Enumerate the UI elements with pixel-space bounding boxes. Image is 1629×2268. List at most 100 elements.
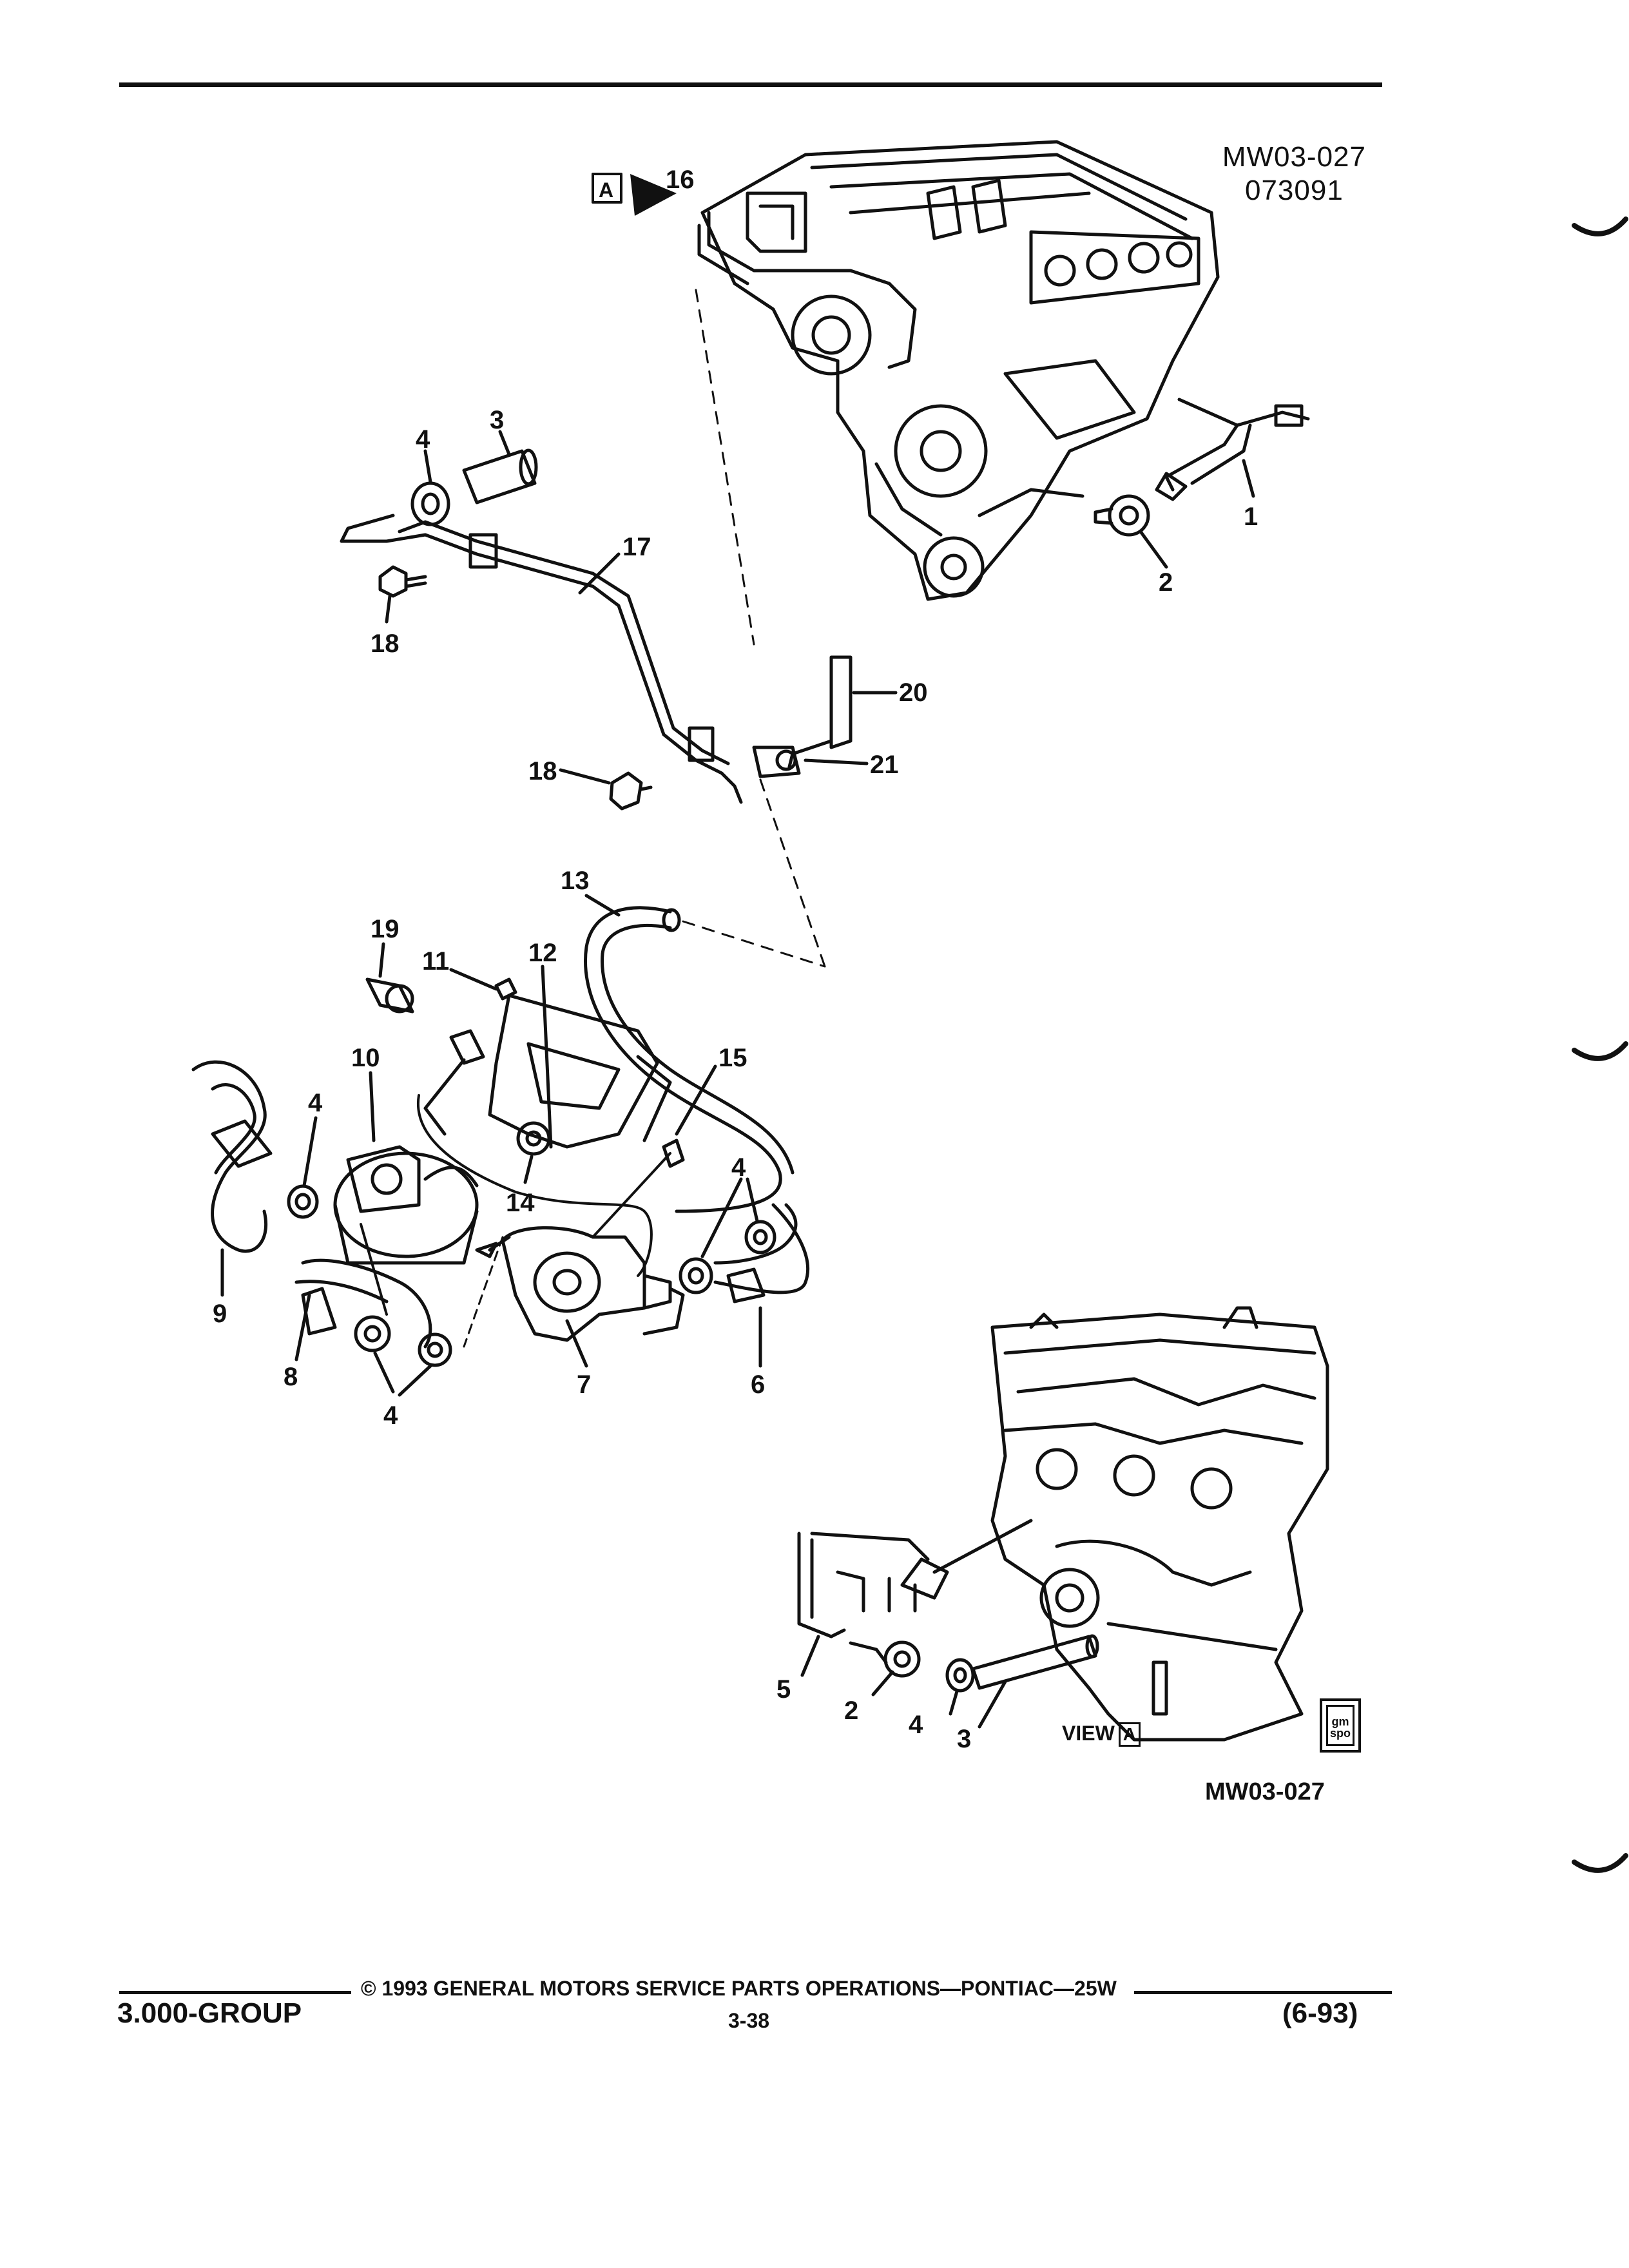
- part-15-fitting: [662, 1139, 685, 1168]
- callout-5: 5: [776, 1675, 791, 1704]
- callout-4-left: 4: [308, 1089, 323, 1117]
- callout-8: 8: [284, 1363, 298, 1391]
- top-rule: [119, 82, 1382, 87]
- part-18-bolt-upper: [378, 565, 427, 598]
- callout-16: 16: [666, 166, 695, 194]
- leader-15: [675, 1064, 717, 1136]
- part-20-bracket: [787, 655, 853, 769]
- projection-line-1: [695, 289, 755, 646]
- callout-3-upper: 3: [490, 406, 504, 434]
- part-12-bracket: [488, 994, 672, 1149]
- callout-4-view-a: 4: [909, 1711, 923, 1739]
- arrow-head-icon: [630, 174, 677, 216]
- drawing-date-top: 073091: [1244, 175, 1344, 206]
- callout-2-upper: 2: [1159, 568, 1173, 597]
- callout-21: 21: [870, 751, 899, 779]
- callout-17: 17: [622, 533, 651, 561]
- binding-mark-icon: [1572, 216, 1628, 236]
- callout-15: 15: [718, 1044, 747, 1072]
- arrow-box-letter: A: [599, 178, 613, 202]
- leader-14: [523, 1155, 534, 1184]
- view-a-arrow-icon: [592, 173, 677, 216]
- binding-mark-icon: [1572, 1041, 1628, 1061]
- part-2-fitting-upper: [1094, 494, 1150, 537]
- part-19-sensor: [365, 977, 414, 1014]
- leader-7: [565, 1319, 588, 1368]
- callout-4-upper: 4: [416, 425, 430, 454]
- leader-21: [804, 758, 869, 765]
- part-3-hose-view-a: [971, 1634, 1099, 1690]
- callout-20: 20: [899, 678, 928, 707]
- leader-2-lower: [871, 1670, 894, 1696]
- footer-copyright: © 1993 GENERAL MOTORS SERVICE PARTS OPER…: [361, 1977, 1117, 2000]
- leader-4-view-a: [949, 1689, 959, 1716]
- part-10-valve: [333, 1145, 479, 1265]
- footer-rule-right: [1134, 1991, 1392, 1994]
- upper-engine-illustration: [697, 140, 1220, 601]
- leader-5: [800, 1635, 820, 1677]
- footer-group: 3.000-GROUP: [117, 1997, 302, 2029]
- view-letter-box: A: [1118, 1722, 1141, 1747]
- callout-18-lower: 18: [528, 757, 557, 785]
- callout-6: 6: [751, 1370, 765, 1399]
- footer-rule-left: [119, 1991, 351, 1994]
- callout-3-view-a: 3: [957, 1725, 971, 1753]
- callout-19: 19: [371, 915, 400, 943]
- callout-13: 13: [561, 867, 590, 895]
- callout-1: 1: [1244, 503, 1258, 531]
- leader-18-lower: [559, 768, 611, 785]
- callout-4-right: 4: [731, 1153, 746, 1182]
- leader-10: [369, 1071, 376, 1142]
- drawing-code-header: MW03-027 073091: [1222, 140, 1366, 207]
- part-9-hose: [191, 1060, 273, 1253]
- part-6-hose: [679, 1203, 810, 1303]
- leader-12: [541, 965, 553, 1149]
- leader-3-view-a: [978, 1680, 1007, 1729]
- footer-page-number: 3-38: [728, 2009, 770, 2032]
- part-4-clamp-view-a: [945, 1658, 975, 1693]
- projection-line-4: [463, 1236, 504, 1348]
- leader-4-lower-a: [373, 1351, 395, 1394]
- callout-9: 9: [213, 1300, 227, 1328]
- leader-4-upper: [423, 449, 432, 484]
- part-11-connector: [423, 977, 517, 1136]
- callout-14: 14: [506, 1189, 535, 1217]
- drawing-code-top: MW03-027: [1222, 141, 1366, 173]
- callout-18-upper: 18: [371, 629, 400, 658]
- leader-18-upper: [385, 594, 392, 624]
- gm-spo-logo-icon: gm spo: [1320, 1698, 1361, 1753]
- callout-4-lower: 4: [383, 1401, 398, 1430]
- part-7-pump: [475, 1226, 685, 1342]
- leader-4-right-a: [700, 1177, 743, 1258]
- callout-7: 7: [577, 1370, 591, 1399]
- leader-19: [378, 942, 385, 978]
- view-a-box: [592, 173, 622, 204]
- binding-mark-icon: [1572, 1853, 1628, 1873]
- leader-4-lower-b: [398, 1364, 432, 1397]
- part-4-clamps-lower: [354, 1315, 452, 1367]
- wiring-harness: [416, 1094, 653, 1277]
- callout-11: 11: [422, 947, 449, 975]
- part-13-hose: [584, 906, 795, 1213]
- projection-line-2: [759, 778, 826, 968]
- part-3-hose-upper: [462, 448, 538, 505]
- leader-4-right-b: [746, 1177, 759, 1223]
- part-17-pipe: [340, 514, 743, 804]
- footer-date: (6-93): [1282, 1997, 1358, 2029]
- drawing-code-bottom: MW03-027: [1205, 1778, 1325, 1805]
- callout-10: 10: [351, 1044, 380, 1072]
- leader-pump-to-15: [592, 1152, 671, 1238]
- leader-2-upper: [1139, 530, 1168, 569]
- part-18-bolt-lower: [609, 771, 653, 811]
- leader-3-upper: [498, 430, 511, 456]
- leader-valve-to-clamp: [360, 1223, 388, 1316]
- view-word: VIEW: [1062, 1722, 1115, 1745]
- part-2-fitting-lower: [849, 1640, 921, 1678]
- leader-17: [578, 552, 621, 595]
- part-21-valve: [752, 745, 801, 778]
- gm-spo-logo-text: gm spo: [1326, 1705, 1354, 1746]
- part-8-hose: [294, 1258, 432, 1349]
- leader-8: [294, 1293, 311, 1361]
